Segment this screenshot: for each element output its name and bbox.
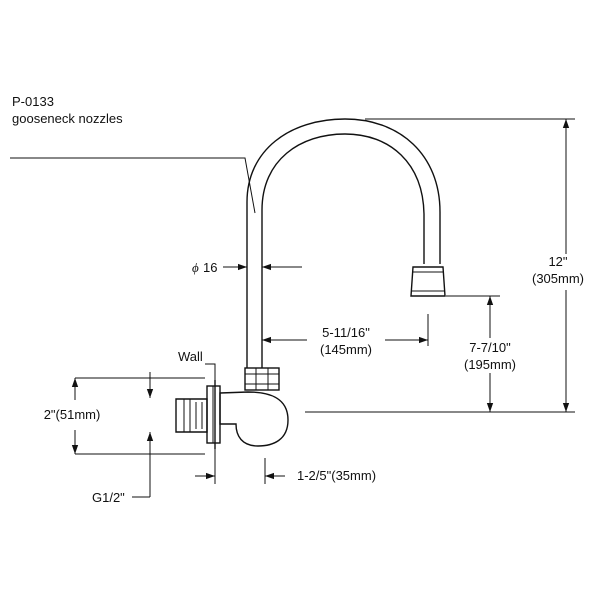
spout-clearance-inch: 7-7/10" [469,340,511,355]
gooseneck-spout [246,118,441,368]
model-number: P-0133 [12,94,54,109]
spout-hex-nut [244,367,280,391]
diameter-symbol: ϕ [192,260,199,275]
wall-leader-line [205,363,216,380]
spout-inner-contour [261,133,425,368]
title-leader-line [10,157,256,214]
elbow-body [219,391,289,447]
thread-dimension: G1/2" [92,372,154,505]
total-height-inch: 12" [548,254,567,269]
thread-label: G1/2" [92,490,125,505]
diameter-dimension: ϕ 16 [192,260,302,275]
spout-reach-mm: (145mm) [320,342,372,357]
total-height-dimension: 12" (305mm) [305,118,584,413]
flange-height-label: 2"(51mm) [44,407,101,422]
faucet-body [175,367,289,449]
product-description: gooseneck nozzles [12,111,123,126]
wall-label: Wall [178,349,203,364]
spout-clearance-mm: (195mm) [464,357,516,372]
wall-to-body-label: 1-2/5"(35mm) [297,468,376,483]
spout-clearance-dimension: 7-7/10" (195mm) [446,295,516,412]
flange-height-dimension: 2"(51mm) [44,377,205,455]
diameter-value: 16 [203,260,217,275]
wall-connector [175,398,208,433]
total-height-mm: (305mm) [532,271,584,286]
spout-reach-inch: 5-11/16" [322,325,370,340]
spout-outer-contour [246,118,441,368]
spout-outlet-nozzle [410,266,446,297]
wall-to-body-dimension: 1-2/5"(35mm) [195,449,376,484]
spout-reach-dimension: 5-11/16" (145mm) [262,314,429,357]
